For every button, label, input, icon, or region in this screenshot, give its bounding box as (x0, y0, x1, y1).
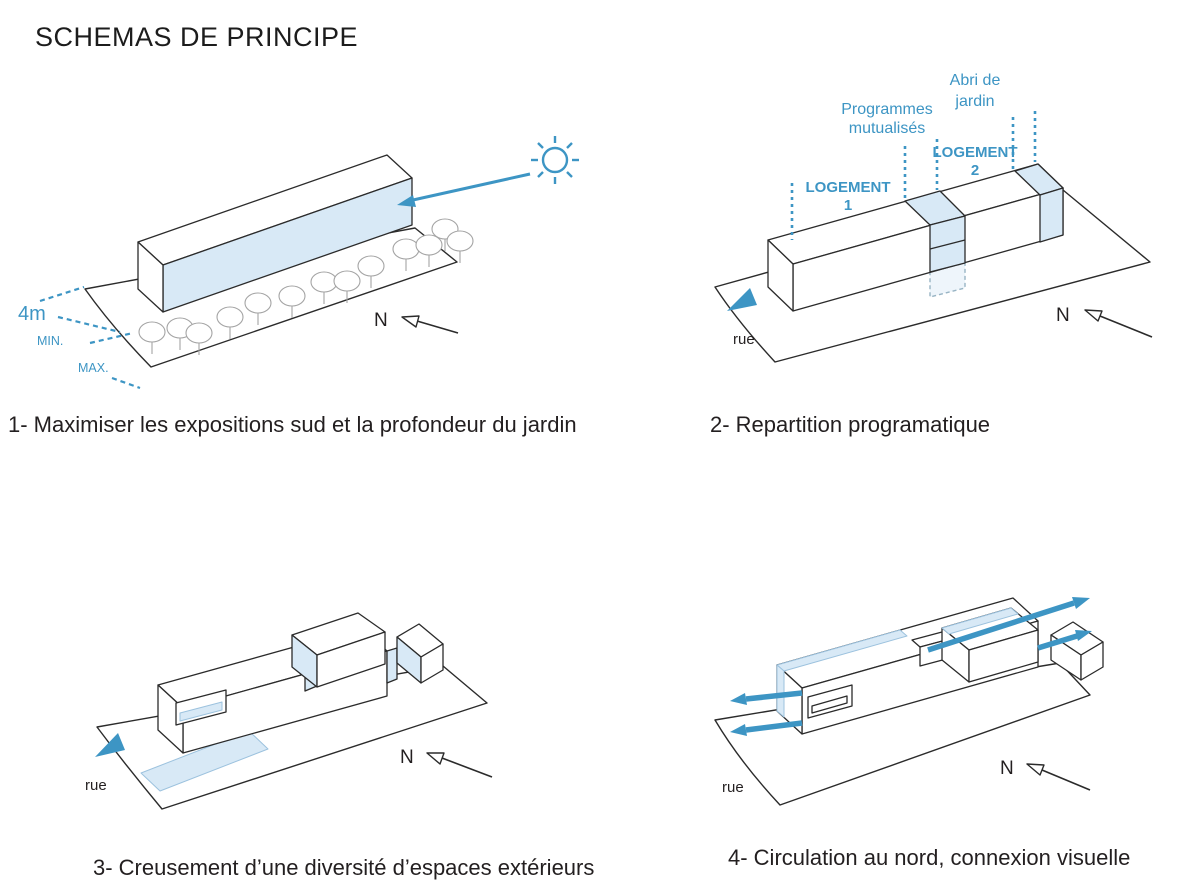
loggia-floor-highlight (179, 701, 223, 722)
diagram-3-caption: 3- Creusement d’une diversité d’espaces … (93, 855, 595, 880)
street-arrow-icon (95, 733, 125, 757)
north-arrow-icon (426, 752, 445, 765)
diagram-2-program: Programmes mutualisés Abri de jardin LOG… (590, 60, 1180, 405)
min-label: MIN. (37, 334, 63, 348)
street-access: rue (85, 733, 125, 794)
diagram-2-caption: 2- Repartition programatique (710, 412, 991, 437)
diagram-4-circulation: rue N (590, 560, 1180, 845)
circulation-arrows (730, 597, 1092, 736)
north-compass: N (400, 747, 493, 778)
logement1-label-line1: LOGEMENT (806, 179, 891, 196)
north-label: N (400, 747, 414, 768)
abri-label-line2: jardin (954, 93, 994, 110)
diagram-4-drawing: rue N (714, 597, 1104, 806)
north-arrow-icon (1084, 309, 1103, 322)
street-access: rue (727, 288, 757, 348)
flow-arrow-w2-icon (730, 724, 747, 736)
north-roof-strip-2 (941, 607, 1019, 635)
north-label: N (1000, 758, 1014, 779)
building-mass (157, 612, 444, 754)
street-label: rue (722, 779, 744, 796)
flow-arrow-w1-icon (730, 693, 747, 705)
garden-shed-volume (396, 623, 444, 684)
north-edge-strip (776, 664, 785, 718)
loggia-opening (175, 689, 227, 726)
north-label: N (1056, 305, 1070, 326)
logement2-label-line2: 2 (971, 162, 979, 179)
garden-trees (138, 218, 474, 355)
street-arrow-icon (727, 288, 757, 311)
garden-shed-facade-band (1039, 187, 1064, 243)
diagram-3-drawing: rue N (85, 612, 493, 810)
gap-wall-highlight (386, 647, 398, 684)
building-mass (776, 597, 1104, 735)
label-leader-dashes (790, 111, 1037, 240)
building-mass (137, 154, 413, 313)
building-mass (767, 163, 1064, 312)
north-compass: N (1000, 758, 1091, 791)
street-label: rue (85, 777, 107, 794)
north-label: N (374, 310, 388, 331)
page-title: SCHEMAS DE PRINCIPE (35, 22, 359, 52)
setback-measure: 4m MIN. MAX. (18, 285, 141, 390)
diagram-1-drawing: 4m MIN. MAX. N (18, 136, 579, 390)
programmes-label-line1: Programmes (841, 101, 933, 118)
north-arrow-icon (1026, 763, 1045, 776)
logement1-label-line2: 1 (844, 197, 852, 214)
street-access: rue (722, 779, 744, 796)
diagram-1-sun-exposure: 4m MIN. MAX. N (0, 95, 590, 407)
north-compass: N (374, 310, 459, 334)
loggia-opening (807, 684, 853, 719)
sun-icon (531, 136, 579, 184)
diagram-1-caption: 1- Maximiser les expositions sud et la p… (8, 412, 577, 437)
sun-arrow (397, 172, 531, 207)
diagram-4-caption: 4- Circulation au nord, connexion visuel… (728, 845, 1131, 870)
program-labels: Programmes mutualisés Abri de jardin LOG… (806, 72, 1018, 214)
street-label: rue (733, 331, 755, 348)
distance-label: 4m (18, 303, 46, 325)
flow-arrow-ne-icon (1072, 597, 1090, 609)
ground-plane (714, 662, 1091, 806)
max-label: MAX. (78, 361, 109, 375)
north-compass: N (1056, 305, 1153, 338)
flow-arrow-e-icon (1075, 630, 1092, 641)
raised-volume (291, 612, 386, 688)
programmes-label-line2: mutualisés (849, 120, 925, 137)
logement2-label-line1: LOGEMENT (933, 144, 1018, 161)
abri-label-line1: Abri de (950, 72, 1001, 89)
north-arrow-icon (401, 315, 420, 328)
diagram-2-drawing: Programmes mutualisés Abri de jardin LOG… (714, 72, 1153, 363)
diagram-3-outdoor-spaces: rue N (30, 560, 590, 845)
